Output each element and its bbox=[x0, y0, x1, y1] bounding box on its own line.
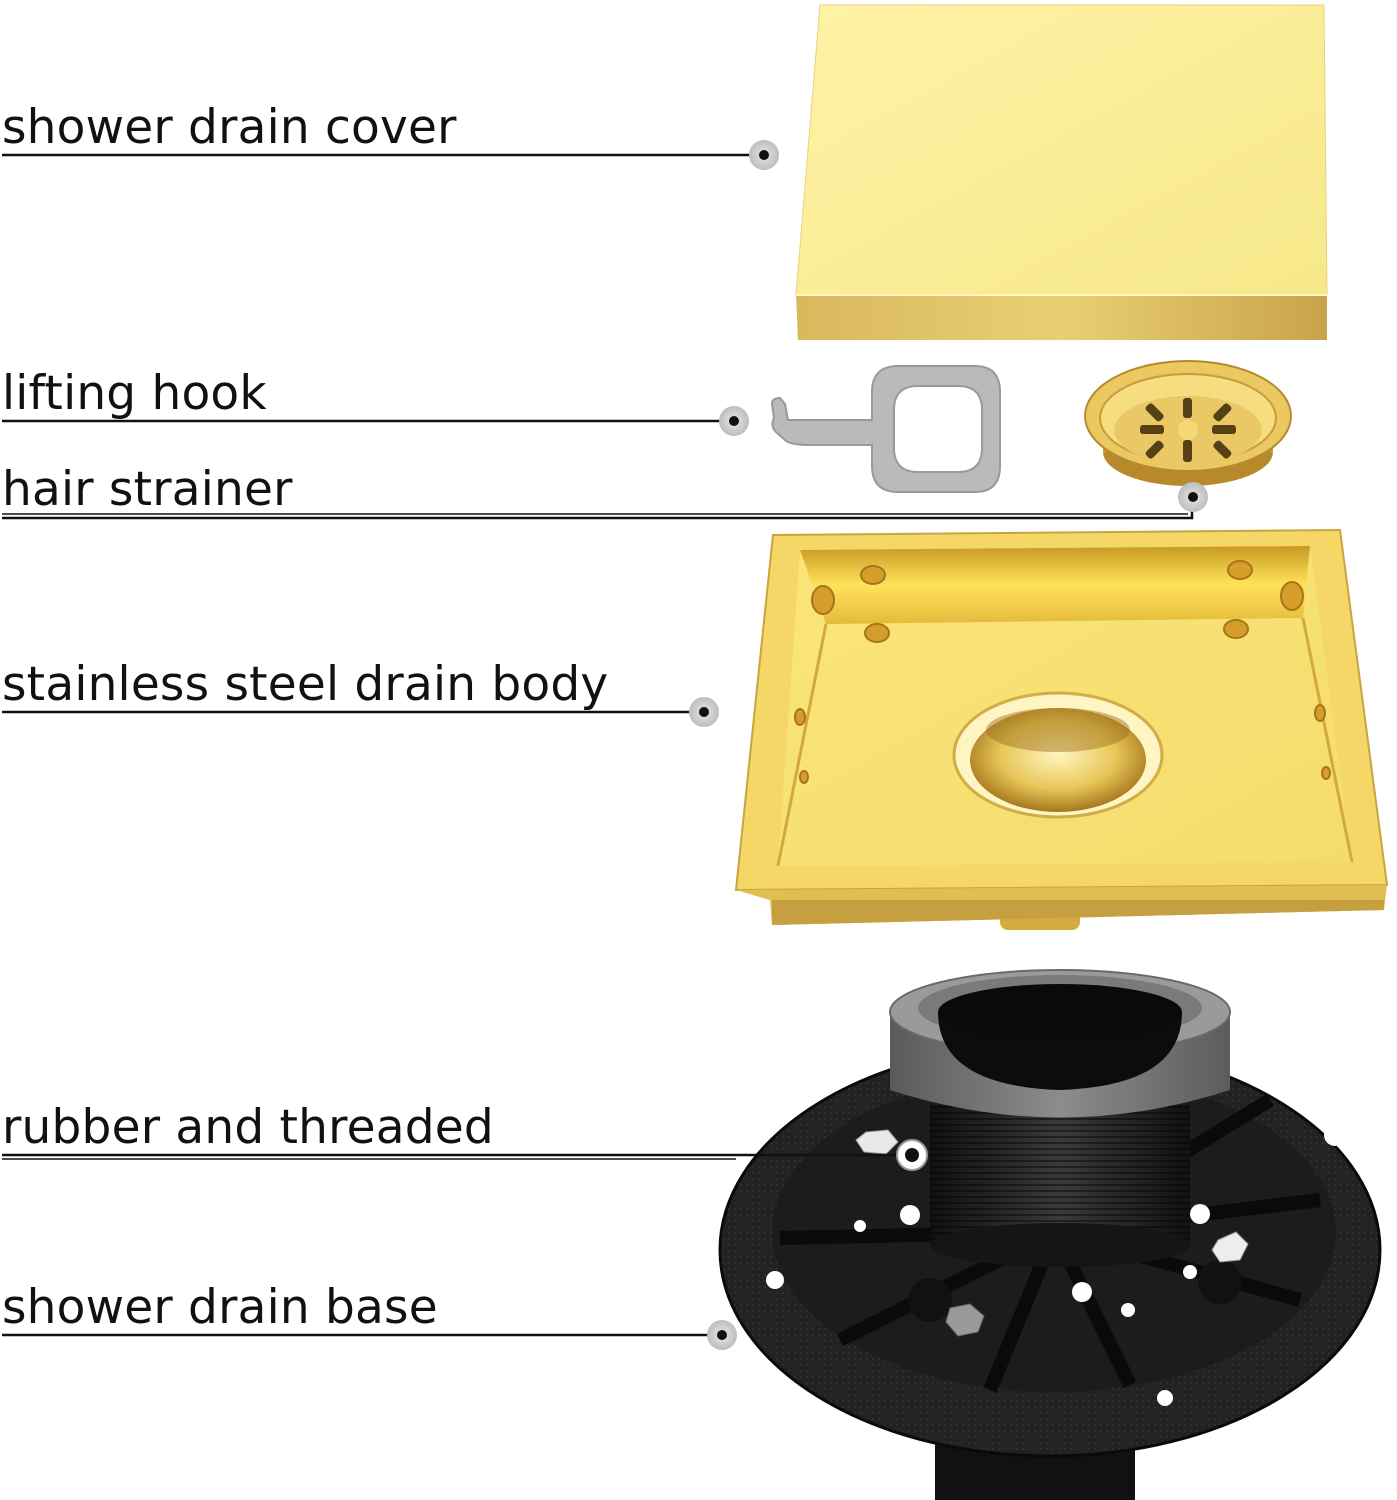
label-lifting-hook: lifting hook bbox=[2, 366, 267, 421]
lifting-hook-part bbox=[770, 365, 1001, 493]
dot-base bbox=[707, 1320, 737, 1350]
label-hair-strainer: hair strainer bbox=[2, 462, 293, 517]
label-shower-drain-base: shower drain base bbox=[2, 1280, 438, 1335]
dot-cover bbox=[749, 140, 779, 170]
dot-strainer bbox=[1178, 482, 1208, 512]
dot-body bbox=[689, 697, 719, 727]
label-rubber-and-threaded: rubber and threaded bbox=[2, 1100, 494, 1155]
label-shower-drain-cover: shower drain cover bbox=[2, 100, 457, 155]
dot-hook bbox=[719, 406, 749, 436]
drain-body-part bbox=[734, 528, 1389, 930]
callout-dots bbox=[689, 140, 1208, 1350]
label-stainless-steel-drain-body: stainless steel drain body bbox=[2, 657, 609, 712]
drain-base-part bbox=[718, 969, 1382, 1500]
hair-strainer-part bbox=[1084, 360, 1292, 486]
drain-cover bbox=[795, 4, 1328, 340]
dot-threaded bbox=[896, 1139, 928, 1171]
